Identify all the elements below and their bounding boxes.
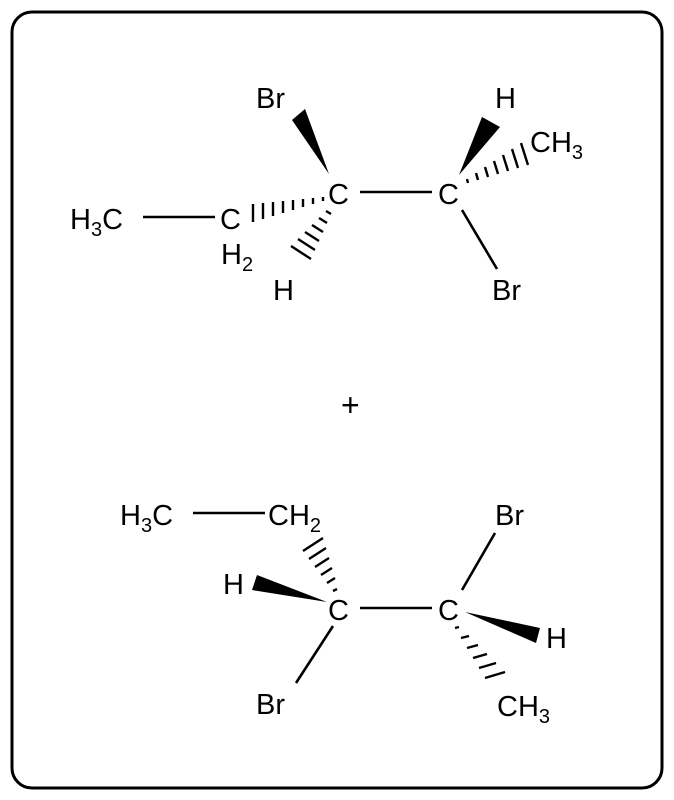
atom-hydrogen-up: H [495,83,516,115]
atom-methyl-right: CH3 [497,691,550,728]
diagram-frame [10,10,664,790]
atom-methyl-left: H3C [70,204,123,241]
atom-hydrogen-right: H [546,623,567,655]
atom-bromine-up: Br [256,83,285,115]
atom-hydrogen-left: H [223,569,244,601]
atom-carbon-left: C [328,595,349,627]
atom-bromine-down: Br [256,689,285,721]
atom-bromine-down: Br [492,275,521,307]
atom-methylene: CH2 [268,500,321,537]
hash-bond-hydrogen [290,209,332,261]
atom-carbon-left: C [328,179,349,211]
atom-bromine-up: Br [495,500,524,532]
atom-methyl-right: CH3 [530,127,583,164]
atom-methylene-carbon: C [220,204,241,236]
atom-methyl-left: H3C [120,500,173,537]
wedge-bond-bromine [292,109,329,174]
atom-carbon-right: C [438,179,459,211]
wedge-bond-hydrogen-right [465,612,540,643]
atom-carbon-right: C [438,595,459,627]
wedge-bond-hydrogen-left [252,575,327,602]
hash-bond-methyl [465,142,530,184]
atom-hydrogen-down: H [273,275,294,307]
molecule-bottom: H3C CH2 H C C Br Br H CH3 [120,500,567,728]
plus-sign: + [341,387,360,423]
wedge-bond-hydrogen [459,117,500,175]
hash-bond-methylene [302,536,338,593]
bond-carbon-bromine-down [294,625,335,684]
molecule-top: H3C C H2 C C Br H H CH3 Br [70,83,583,307]
hash-bond-methyl [454,625,506,680]
atom-methylene-hydrogen: H2 [221,239,253,276]
bond-carbon-bromine-up [460,532,497,591]
bond-carbon-bromine-down [460,209,499,270]
hash-bond-methylene [251,197,325,222]
